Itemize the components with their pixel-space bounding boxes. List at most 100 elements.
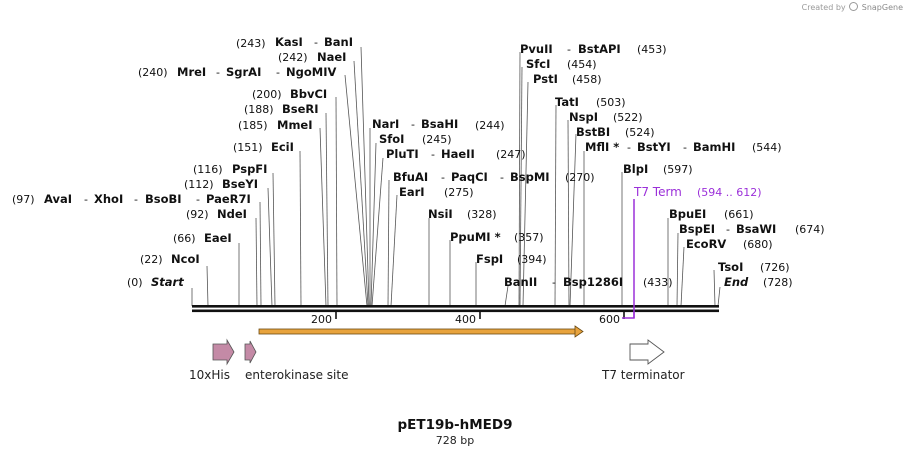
site-position: (270)	[565, 171, 595, 184]
site-position: (97)	[12, 193, 35, 206]
site-label-357[interactable]: PpuMI * (357)	[450, 230, 544, 244]
site-label-242[interactable]: (242) NaeI	[278, 50, 346, 64]
site-label-433[interactable]: BanII - Bsp1286I (433)	[504, 275, 673, 289]
enzyme-name: MflI *	[585, 140, 619, 154]
credit-brand: SnapGene	[861, 3, 903, 12]
enzyme-name: BpuEI	[669, 207, 706, 221]
site-label-503[interactable]: TatI (503)	[555, 95, 626, 109]
site-position: (454)	[567, 58, 597, 71]
enzyme-name: SgrAI	[226, 65, 261, 79]
site-separator: -	[216, 66, 220, 79]
site-position: (726)	[760, 261, 790, 274]
site-separator: -	[567, 43, 571, 56]
site-position: (151)	[233, 141, 263, 154]
site-position: (92)	[186, 208, 209, 221]
enzyme-name: PspFI	[232, 162, 267, 176]
site-label-116[interactable]: (116) PspFI	[193, 162, 267, 176]
site-position: (247)	[496, 148, 526, 161]
enzyme-name: SfoI	[379, 132, 404, 146]
tick-label: 400	[455, 313, 476, 326]
site-separator: -	[431, 148, 435, 161]
site-label-112[interactable]: (112) BseYI	[184, 177, 258, 191]
site-label-92[interactable]: (92) NdeI	[186, 207, 247, 221]
site-separator: -	[276, 66, 280, 79]
site-label-453[interactable]: PvuII - BstAPI (453)	[520, 42, 667, 56]
site-position: (200)	[252, 88, 282, 101]
site-label-597[interactable]: BlpI (597)	[623, 162, 693, 176]
site-label-661[interactable]: BpuEI (661)	[669, 207, 754, 221]
site-separator: -	[411, 118, 415, 131]
site-label-674[interactable]: BspEI - BsaWI (674)	[679, 222, 825, 236]
credit-prefix: Created by	[801, 3, 846, 12]
enzyme-name: FspI	[476, 252, 503, 266]
site-label-247[interactable]: PluTI - HaeII (247)	[386, 147, 526, 161]
enzyme-name: TsoI	[718, 260, 743, 274]
site-position: (357)	[514, 231, 544, 244]
site-label-544[interactable]: MflI * - BstYI - BamHI (544)	[585, 140, 782, 154]
site-label-458[interactable]: PstI (458)	[533, 72, 602, 86]
enzyme-name: Start	[151, 275, 184, 289]
feature-t7-terminator[interactable]	[629, 339, 665, 365]
map-title: pET19b-hMED9	[397, 417, 512, 433]
site-position: (453)	[637, 43, 667, 56]
site-position: (661)	[724, 208, 754, 221]
t7-term-primer-range: (594 .. 612)	[697, 186, 762, 199]
site-label-start[interactable]: (0) Start	[127, 275, 184, 289]
orf-arrow[interactable]	[258, 325, 584, 338]
site-label-245[interactable]: SfoI (245)	[379, 132, 452, 146]
enzyme-name: EaeI	[204, 231, 232, 245]
enzyme-name: PstI	[533, 72, 558, 86]
site-label-243[interactable]: (243) KasI - BanI	[236, 35, 353, 50]
enzyme-name: TatI	[555, 95, 579, 109]
enzyme-name: BanI	[324, 35, 353, 49]
tick-label: 600	[599, 313, 620, 326]
site-position: (116)	[193, 163, 223, 176]
site-separator: -	[196, 193, 200, 206]
site-position: (522)	[613, 111, 643, 124]
site-position: (112)	[184, 178, 214, 191]
site-label-244[interactable]: NarI - BsaHI (244)	[372, 117, 505, 132]
feature-10xhis[interactable]	[212, 338, 235, 366]
enzyme-name: BfuAI	[393, 170, 428, 184]
site-label-200[interactable]: (200) BbvCI	[252, 87, 327, 101]
site-label-240[interactable]: (240) MreI - SgrAI - NgoMIV	[138, 65, 336, 79]
site-label-185[interactable]: (185) MmeI	[238, 118, 313, 132]
enzyme-name: BamHI	[693, 140, 735, 154]
feature-label-t7-terminator: T7 terminator	[601, 368, 685, 382]
enzyme-name: BstBI	[576, 125, 610, 139]
enzyme-name: PluTI	[386, 147, 419, 161]
site-label-454[interactable]: SfcI (454)	[526, 57, 597, 71]
site-position: (275)	[444, 186, 474, 199]
site-label-726[interactable]: TsoI (726)	[718, 260, 790, 274]
site-separator: -	[500, 171, 504, 184]
site-label-394[interactable]: FspI (394)	[476, 252, 547, 266]
site-label-97[interactable]: (97) AvaI - XhoI - BsoBI - PaeR7I	[12, 192, 251, 206]
site-label-275[interactable]: EarI (275)	[399, 185, 474, 199]
enzyme-name: EciI	[271, 140, 294, 154]
t7-term-primer[interactable]: T7 Term (594 .. 612)	[622, 185, 762, 319]
enzyme-name: BsaWI	[736, 222, 776, 236]
feature-enterokinase-site[interactable]	[244, 340, 257, 364]
site-label-680[interactable]: EcoRV (680)	[686, 237, 773, 251]
site-label-22[interactable]: (22) NcoI	[140, 252, 200, 266]
site-position: (728)	[763, 276, 793, 289]
site-label-188[interactable]: (188) BseRI	[244, 102, 319, 116]
site-separator: -	[552, 276, 556, 289]
enzyme-name: NcoI	[171, 252, 200, 266]
site-label-270[interactable]: BfuAI - PaqCI - BspMI (270)	[393, 170, 595, 184]
feature-label-10xhis: 10xHis	[189, 368, 230, 382]
enzyme-name: BanII	[504, 275, 537, 289]
site-label-66[interactable]: (66) EaeI	[173, 231, 232, 245]
site-position: (245)	[422, 133, 452, 146]
site-position: (674)	[795, 223, 825, 236]
site-label-151[interactable]: (151) EciI	[233, 140, 294, 154]
site-label-522[interactable]: NspI (522)	[569, 110, 643, 124]
site-label-328[interactable]: NsiI (328)	[428, 207, 497, 221]
enzyme-name: BstAPI	[578, 42, 621, 56]
enzyme-name: AvaI	[44, 192, 72, 206]
enzyme-name: HaeII	[441, 147, 475, 161]
enzyme-name: EarI	[399, 185, 425, 199]
enzyme-name: BseYI	[222, 177, 258, 191]
site-label-end[interactable]: End (728)	[724, 275, 793, 289]
site-label-524[interactable]: BstBI (524)	[576, 125, 655, 139]
